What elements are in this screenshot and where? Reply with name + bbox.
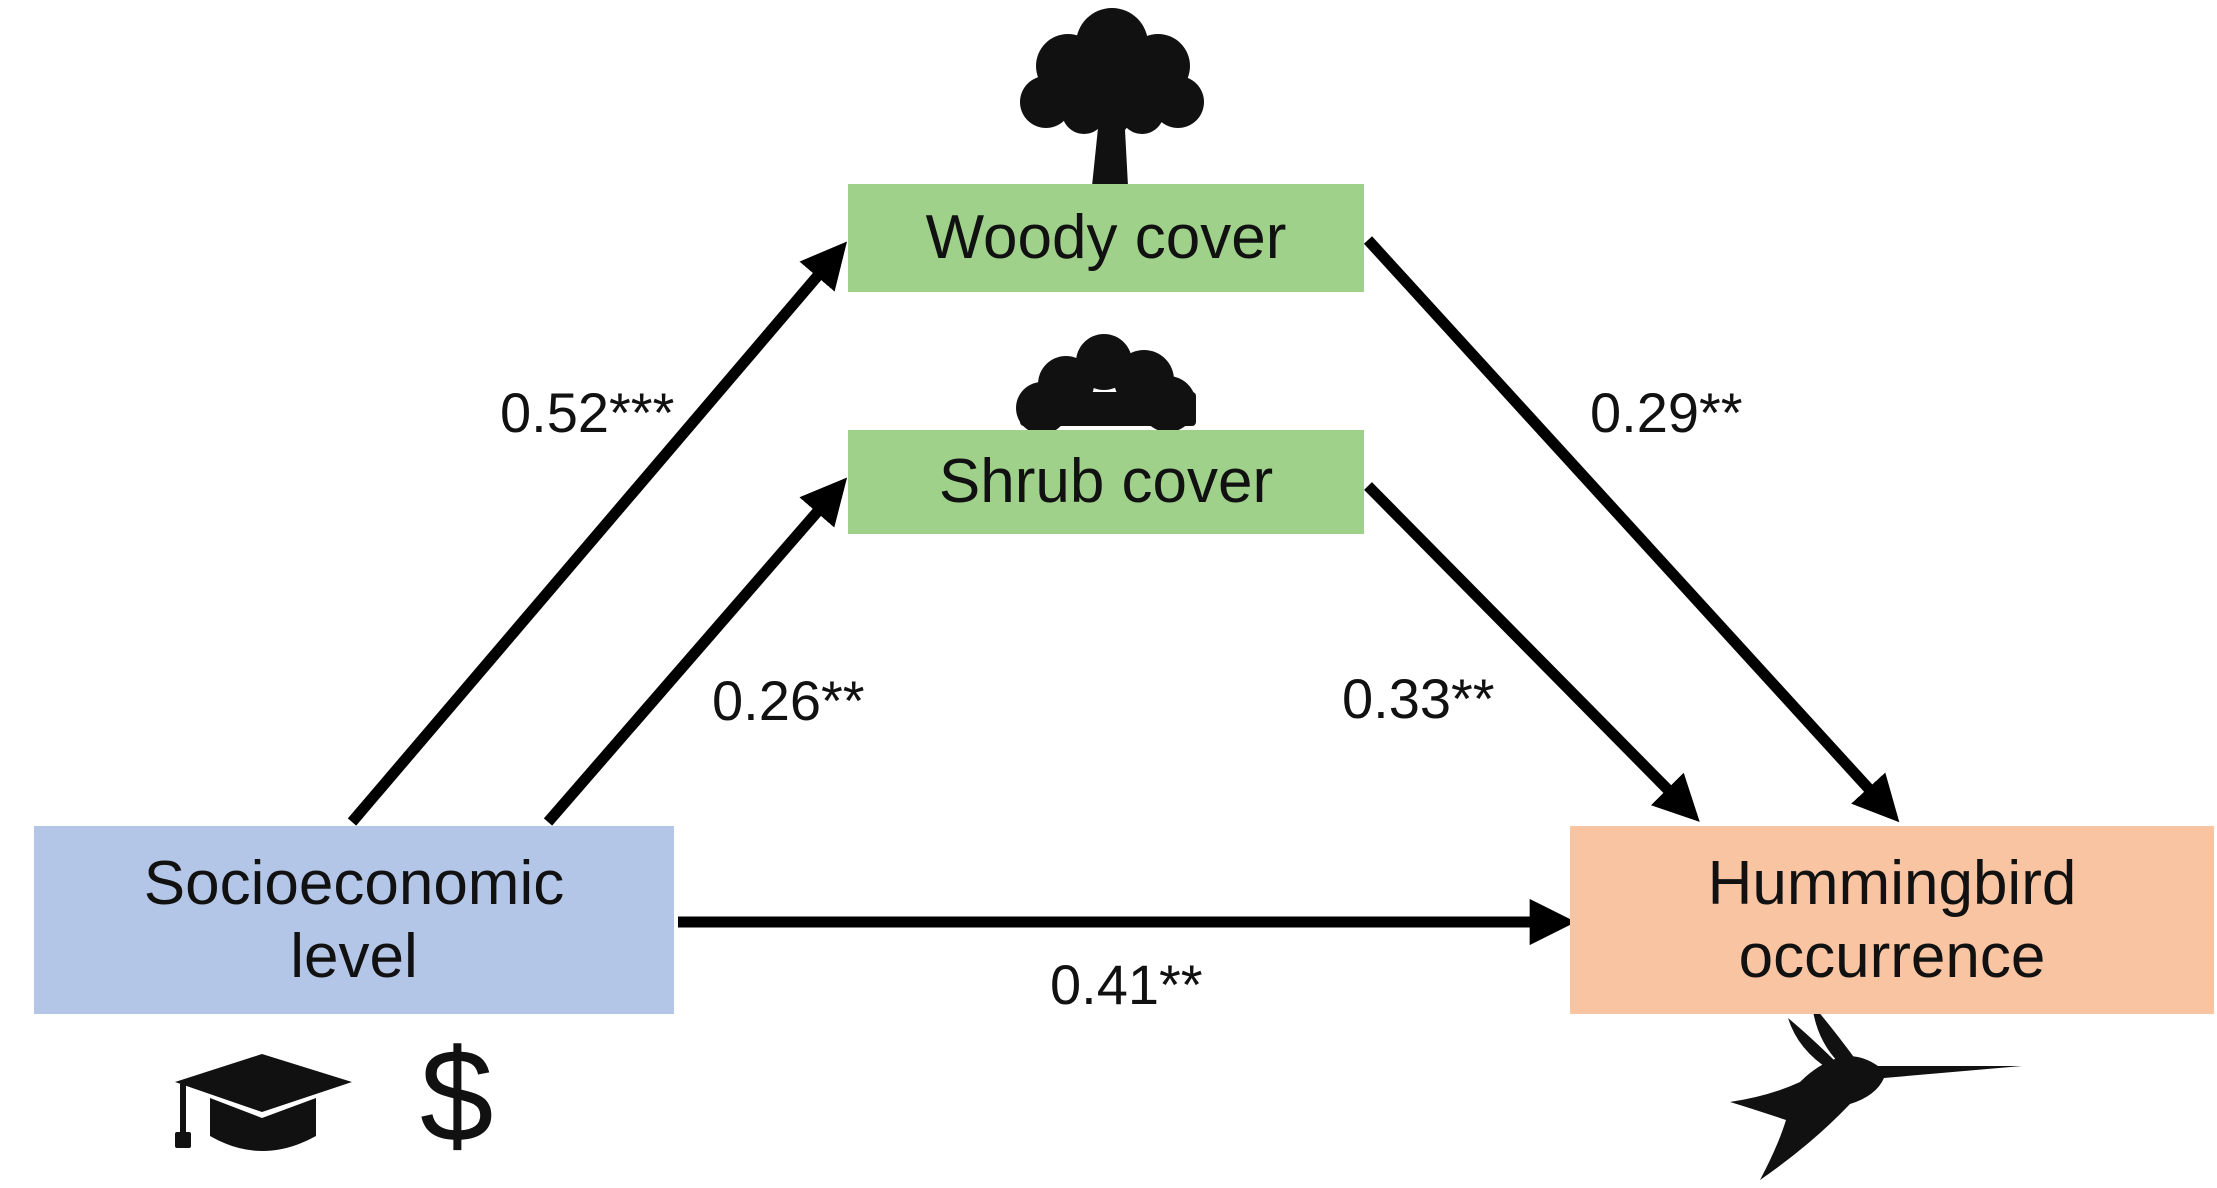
shrub-icon [1016,334,1196,434]
arrow-socio-to-woody [347,241,847,826]
socioeconomic-level-node: Socioeconomic level [34,826,674,1014]
coef-socio-shrub: 0.26** [712,669,865,732]
woody-cover-node: Woody cover [848,184,1364,292]
arrow-shrub-to-humming [1364,482,1700,822]
hummingbird-occurrence-node: Hummingbird occurrence [1570,826,2214,1014]
socioeconomic-label-line2: level [290,922,418,991]
coef-socio-woody: 0.52*** [500,381,675,444]
hummingbird-icon [1730,1004,2022,1180]
hummingbird-label-line1: Hummingbird [1707,848,2077,918]
coef-socio-humming: 0.41** [1050,953,1203,1016]
shrub-cover-node: Shrub cover [848,430,1364,534]
graduation-cap-icon [175,1054,352,1151]
tree-icon [1020,8,1204,186]
coef-shrub-humming: 0.33** [1342,667,1495,730]
arrow-woody-to-humming [1363,236,1900,823]
shrub-cover-label: Shrub cover [938,447,1274,517]
coef-woody-humming: 0.29** [1590,381,1743,444]
socioeconomic-label-line1: Socioeconomic [143,848,565,918]
dollar-icon: $ [420,1022,494,1169]
woody-cover-label: Woody cover [925,203,1287,273]
hummingbird-label-line2: occurrence [1738,922,2046,991]
arrow-socio-to-shrub [543,477,848,826]
